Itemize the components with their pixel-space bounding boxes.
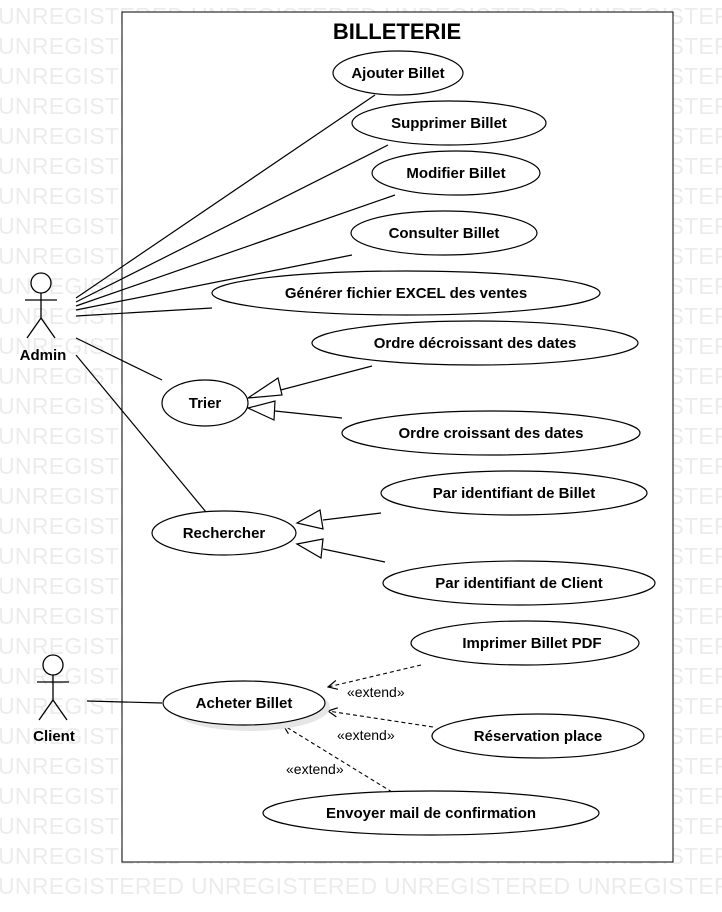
extend-label-imprimer: «extend» — [347, 684, 405, 700]
use-case-envoyer-mail[interactable] — [262, 790, 600, 836]
client-head — [42, 654, 64, 676]
extend-label-envoyer: «extend» — [286, 761, 344, 777]
label-consulter-billet: Consulter Billet — [389, 225, 500, 242]
label-ordre-decroissant: Ordre décroissant des dates — [374, 335, 577, 352]
use-case-acheter-billet[interactable] — [162, 680, 326, 726]
label-imprimer-billet-pdf: Imprimer Billet PDF — [462, 635, 601, 652]
use-case-imprimer-billet-pdf[interactable] — [410, 620, 640, 666]
client-actor[interactable] — [37, 654, 69, 721]
client-left-leg — [38, 699, 54, 721]
label-acheter-billet: Acheter Billet — [196, 695, 293, 712]
use-case-ordre-decroissant[interactable] — [311, 320, 639, 366]
use-case-generer-excel[interactable] — [211, 270, 601, 316]
client-label: Client — [33, 728, 75, 745]
label-reservation-place: Réservation place — [474, 728, 602, 745]
label-ajouter-billet: Ajouter Billet — [351, 65, 444, 82]
admin-right-leg — [40, 317, 56, 339]
label-trier: Trier — [189, 395, 222, 412]
client-right-leg — [52, 699, 68, 721]
use-case-ajouter-billet[interactable] — [332, 50, 464, 96]
association-admin-modifier — [75, 194, 396, 307]
system-title: BILLETERIE — [333, 19, 461, 44]
extend-envoyer-to-acheter — [283, 725, 393, 793]
label-envoyer-mail: Envoyer mail de confirmation — [326, 805, 536, 822]
generalization-croissant-arrowhead — [246, 400, 276, 421]
association-admin-consulter — [75, 254, 353, 311]
generalization-croissant-line — [274, 410, 343, 419]
use-case-modifier-billet[interactable] — [371, 150, 541, 196]
extend-reservation-to-acheter — [328, 711, 434, 728]
generalization-par-client-line — [322, 548, 386, 563]
extend-imprimer-to-acheter — [328, 664, 422, 687]
use-case-ordre-croissant[interactable] — [341, 410, 641, 456]
use-case-supprimer-billet[interactable] — [351, 100, 547, 146]
generalization-par-billet-line — [322, 512, 382, 521]
label-modifier-billet: Modifier Billet — [406, 165, 505, 182]
association-admin-trier — [75, 337, 163, 381]
association-admin-supprimer — [75, 144, 389, 303]
extend-label-reservation: «extend» — [337, 727, 395, 743]
generalization-decroissant-line — [272, 365, 373, 393]
admin-head — [30, 272, 52, 294]
use-case-reservation-place[interactable] — [431, 713, 645, 759]
admin-label: Admin — [20, 347, 67, 364]
watermark-row: UNREGISTERED UNREGISTERED UNREGISTERED U… — [0, 873, 722, 899]
association-admin-ajouter — [75, 94, 376, 299]
label-supprimer-billet: Supprimer Billet — [391, 115, 507, 132]
admin-actor[interactable] — [25, 272, 57, 339]
label-generer-excel: Générer fichier EXCEL des ventes — [285, 285, 527, 302]
generalization-par-client-arrowhead — [295, 538, 324, 559]
association-client-acheter — [86, 700, 163, 704]
use-case-trier[interactable] — [161, 379, 249, 427]
label-ordre-croissant: Ordre croissant des dates — [398, 425, 583, 442]
association-admin-generer — [75, 307, 213, 317]
association-admin-rechercher — [75, 354, 207, 513]
label-par-identifiant-client: Par identifiant de Client — [435, 575, 603, 592]
use-case-consulter-billet[interactable] — [350, 210, 538, 256]
use-case-rechercher[interactable] — [151, 510, 297, 556]
admin-left-leg — [26, 317, 42, 339]
generalization-decroissant-arrowhead — [247, 377, 283, 399]
label-par-identifiant-billet: Par identifiant de Billet — [433, 485, 596, 502]
generalization-par-billet-arrowhead — [295, 509, 324, 530]
use-case-par-identifiant-billet[interactable] — [380, 470, 648, 516]
label-rechercher: Rechercher — [183, 525, 266, 542]
use-case-par-identifiant-client[interactable] — [382, 560, 656, 606]
